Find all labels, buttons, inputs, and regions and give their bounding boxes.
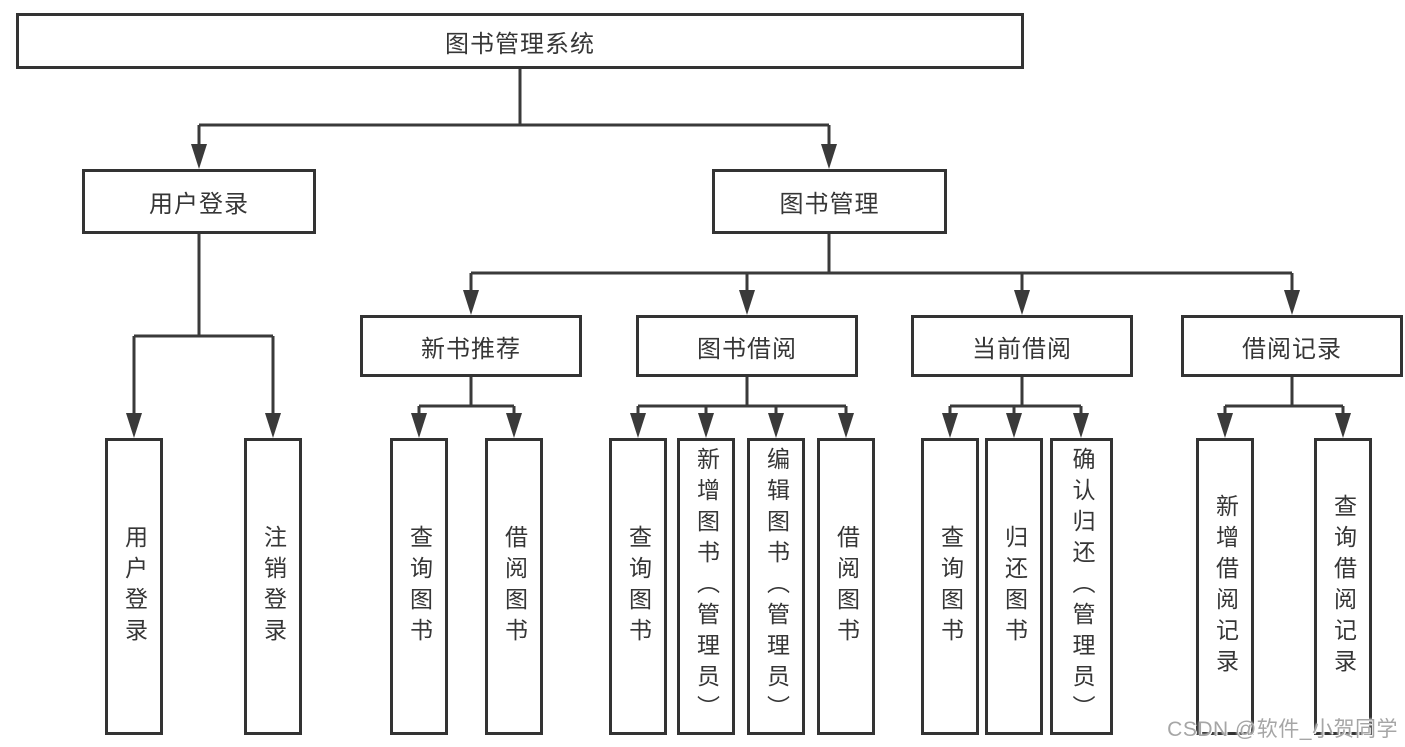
connector-root-to-level2: [197, 69, 831, 150]
leaf-logout: 注销登录: [244, 438, 302, 735]
arrowhead-down-icon: [698, 413, 714, 438]
node-label: 新书推荐: [421, 335, 521, 363]
leaf-label: 查询借阅记录: [1330, 493, 1357, 680]
leaf-query-books: 查询图书: [609, 438, 667, 735]
arrowhead-down-icon: [1284, 290, 1300, 315]
node-borrowing-records: 借阅记录: [1181, 315, 1403, 377]
node-current-borrowing: 当前借阅: [911, 315, 1133, 377]
leaf-add-borrow-record: 新增借阅记录: [1196, 438, 1254, 735]
arrowhead-down-icon: [1014, 290, 1030, 315]
node-label: 借阅记录: [1242, 335, 1342, 363]
leaf-query-books: 查询图书: [390, 438, 448, 735]
arrowhead-down-icon: [838, 413, 854, 438]
leaf-query-books: 查询图书: [921, 438, 979, 735]
leaf-label: 查询图书: [625, 524, 652, 649]
leaf-edit-books-admin: 编辑图书（管理员）: [747, 438, 805, 735]
arrowhead-down-icon: [265, 413, 281, 438]
leaf-label: 编辑图书（管理员）: [763, 447, 790, 726]
node-label: 当前借阅: [972, 335, 1072, 363]
connector-bookmgmt-to-level3: [469, 234, 1294, 296]
node-label: 图书管理: [779, 191, 880, 218]
leaf-label: 新增图书（管理员）: [693, 447, 720, 726]
arrowhead-down-icon: [126, 413, 142, 438]
connector-bookborrow-to-leaves: [636, 377, 848, 419]
leaf-return-books: 归还图书: [985, 438, 1043, 735]
node-new-book-recommendation: 新书推荐: [360, 315, 582, 377]
arrowhead-down-icon: [1073, 413, 1089, 438]
node-label: 图书管理系统: [445, 30, 595, 58]
node-user-login: 用户登录: [82, 169, 316, 234]
node-book-borrowing: 图书借阅: [636, 315, 858, 377]
leaf-label: 注销登录: [260, 524, 287, 649]
connector-newbooks-to-leaves: [417, 377, 516, 419]
leaf-borrow-books: 借阅图书: [485, 438, 543, 735]
leaf-label: 借阅图书: [833, 524, 860, 649]
leaf-label: 新增借阅记录: [1212, 493, 1239, 680]
node-label: 图书借阅: [697, 335, 797, 363]
arrowhead-down-icon: [411, 413, 427, 438]
connector-borrowrecords-to-leaves: [1223, 377, 1345, 419]
leaf-borrow-books: 借阅图书: [817, 438, 875, 735]
arrowhead-down-icon: [768, 413, 784, 438]
arrowhead-down-icon: [1335, 413, 1351, 438]
arrowhead-down-icon: [1006, 413, 1022, 438]
leaf-label: 借阅图书: [501, 524, 528, 649]
leaf-label: 归还图书: [1001, 524, 1028, 649]
arrowhead-down-icon: [463, 290, 479, 315]
arrowhead-down-icon: [506, 413, 522, 438]
arrowhead-down-icon: [739, 290, 755, 315]
arrowhead-down-icon: [821, 144, 837, 169]
leaf-label: 用户登录: [121, 524, 148, 649]
leaf-label: 查询图书: [937, 524, 964, 649]
node-label: 用户登录: [149, 191, 249, 218]
connector-userlogin-to-leaves: [132, 234, 275, 419]
leaf-query-borrow-record: 查询借阅记录: [1314, 438, 1372, 735]
leaf-label: 查询图书: [406, 524, 433, 649]
node-root-system: 图书管理系统: [16, 13, 1024, 69]
leaf-add-books-admin: 新增图书（管理员）: [677, 438, 735, 735]
leaf-confirm-return-admin: 确认归还（管理员）: [1050, 438, 1113, 735]
arrowhead-down-icon: [942, 413, 958, 438]
watermark-text: CSDN @软件_小贺同学: [1167, 718, 1398, 741]
leaf-label: 确认归还（管理员）: [1069, 447, 1095, 726]
node-book-management: 图书管理: [712, 169, 947, 234]
leaf-user-login: 用户登录: [105, 438, 163, 735]
arrowhead-down-icon: [191, 144, 207, 169]
connector-currentborrow-to-leaves: [948, 377, 1083, 419]
arrowhead-down-icon: [630, 413, 646, 438]
arrowhead-down-icon: [1217, 413, 1233, 438]
